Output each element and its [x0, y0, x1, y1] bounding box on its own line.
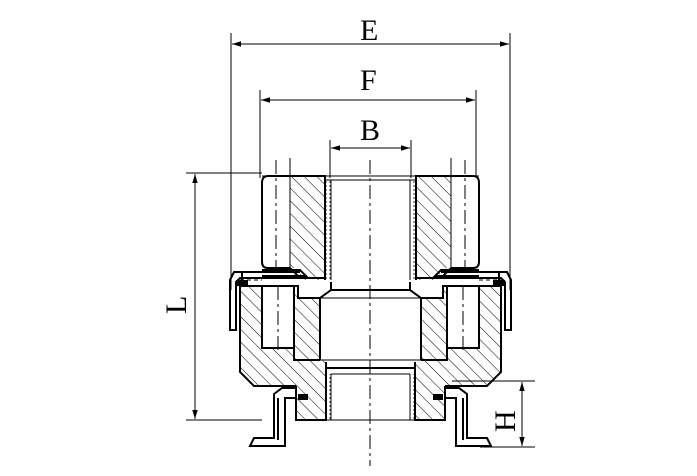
dimension-e-label: E: [360, 14, 378, 47]
dimension-f: F: [259, 64, 477, 178]
main-body: [239, 285, 502, 387]
dimension-h-label: H: [489, 410, 522, 432]
lower-threaded-section: [295, 360, 446, 421]
center-lines: [275, 160, 466, 466]
dimension-l: L: [160, 172, 262, 421]
lower-flange: [248, 387, 493, 447]
dimension-f-label: F: [360, 64, 377, 97]
clamping-cap: [229, 271, 512, 331]
dimension-b-label: B: [360, 114, 380, 147]
upper-gaskets: [262, 269, 479, 277]
dimension-e: E: [230, 14, 511, 290]
dimension-l-label: L: [160, 296, 193, 314]
dimension-b: B: [329, 114, 412, 178]
